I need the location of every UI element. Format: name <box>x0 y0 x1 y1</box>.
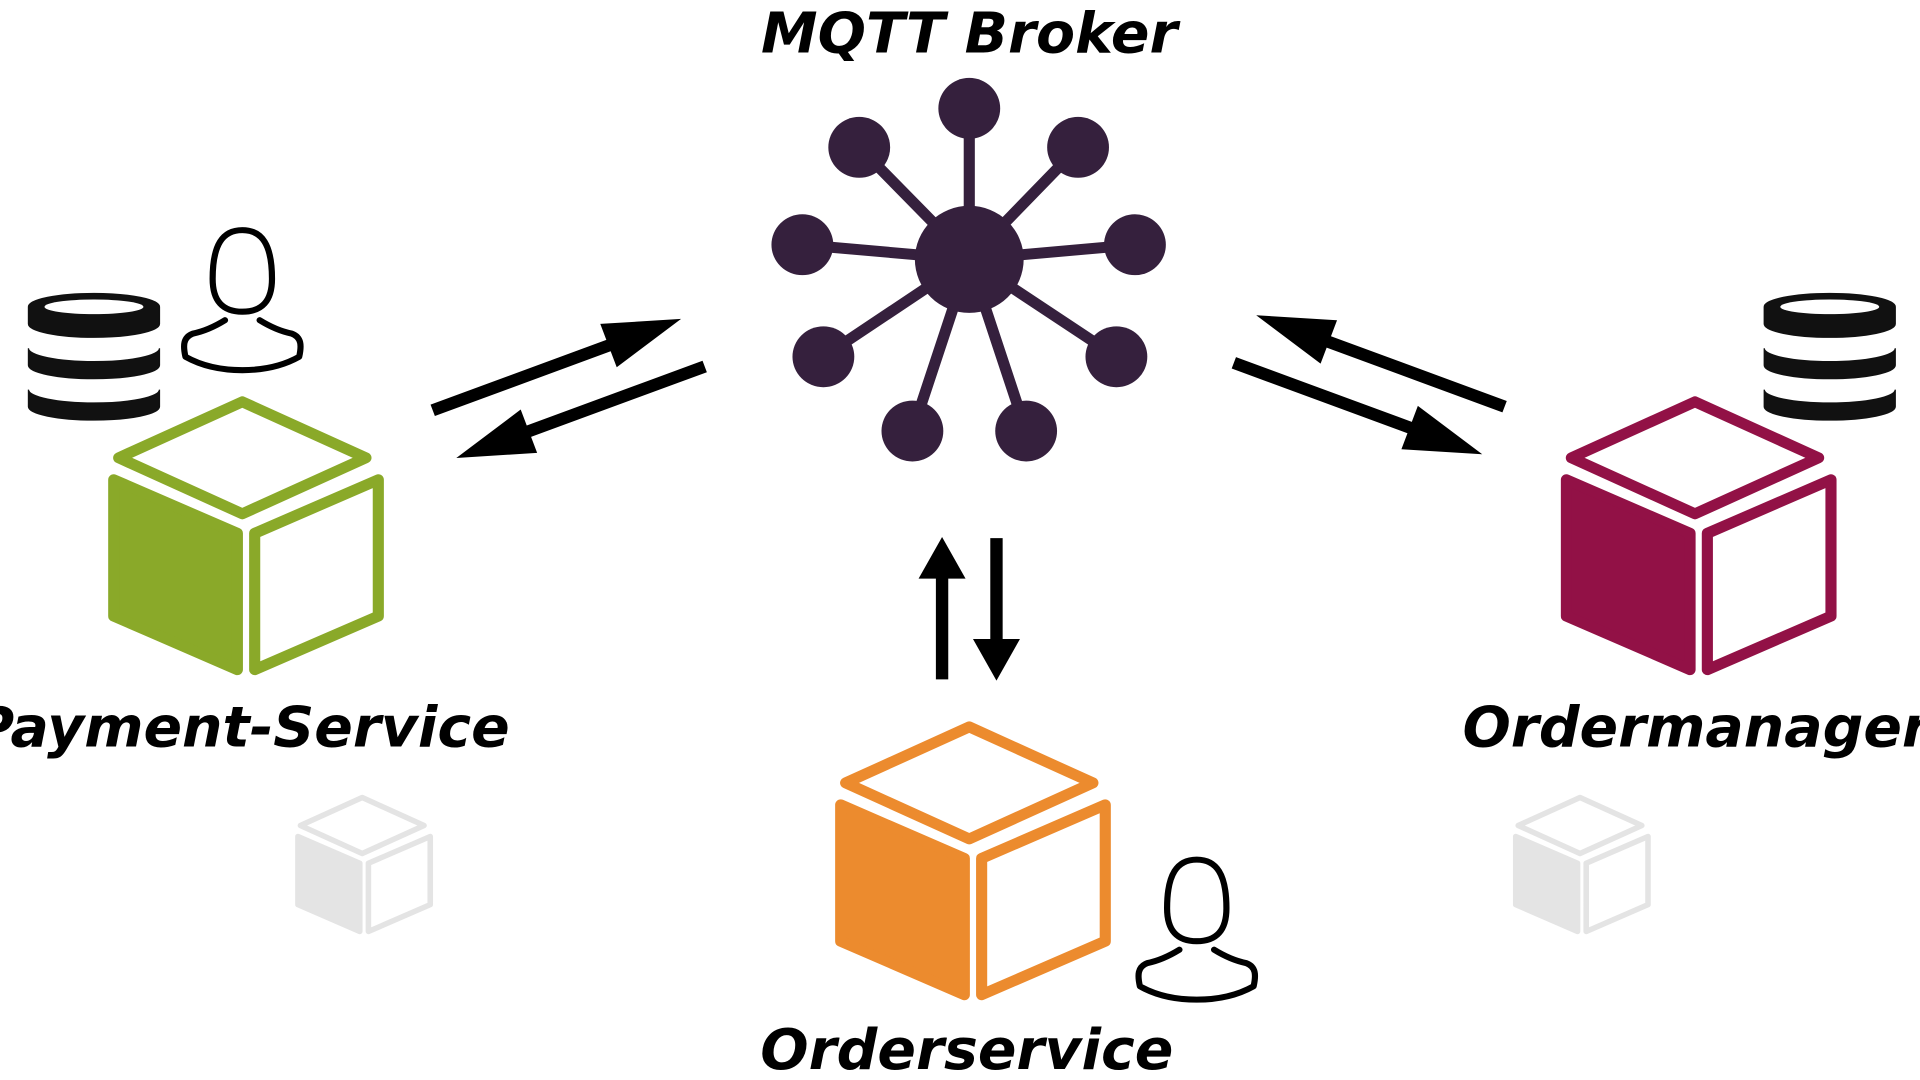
ordermanager-cube-icon <box>1566 402 1831 670</box>
ordermanager-node[interactable]: Ordermanager <box>1462 292 1920 932</box>
arrow-broker-to-ordermanager <box>1225 341 1491 476</box>
ordermanager-label: Ordermanager <box>1462 696 1920 761</box>
broker-label: MQTT Broker <box>761 2 1181 67</box>
orderservice-node[interactable]: Orderservice <box>760 727 1255 1080</box>
orderservice-cube-icon <box>841 727 1106 995</box>
mqtt-broker-hub-icon[interactable] <box>771 77 1166 462</box>
arrow-broker-to-payment <box>448 344 713 480</box>
payment-service-replica-cube-icon <box>298 798 430 932</box>
orderservice-user-icon <box>1139 860 1255 1000</box>
orderservice-label: Orderservice <box>760 1018 1173 1080</box>
payment-database-icon <box>27 292 161 421</box>
ordermanager-database-icon <box>1763 292 1896 421</box>
payment-service-label: Payment-Service <box>0 696 510 761</box>
payment-service-node[interactable]: Payment-Service <box>0 230 510 931</box>
ordermanager-replica-cube-icon <box>1516 798 1648 932</box>
payment-service-cube-icon <box>114 402 379 670</box>
arrow-orderservice-to-broker <box>918 536 966 680</box>
arrow-payment-to-broker <box>424 297 690 432</box>
arrow-ordermanager-to-broker <box>1247 293 1513 429</box>
payment-user-icon <box>184 230 300 370</box>
arrow-broker-to-orderservice <box>972 538 1020 681</box>
